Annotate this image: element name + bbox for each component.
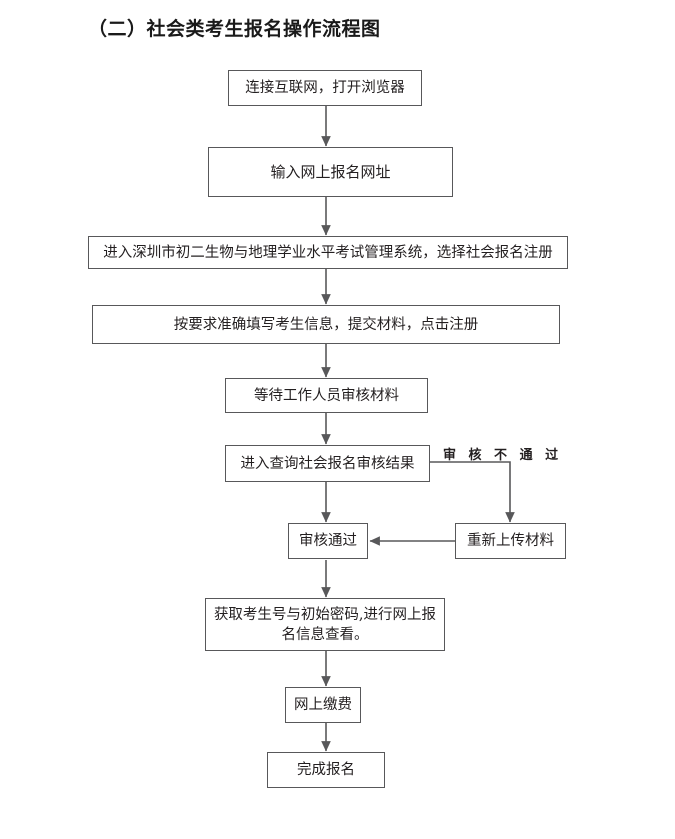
page-title: （二）社会类考生报名操作流程图	[88, 18, 381, 40]
node-enter-system-select-social-registration[interactable]: 进入深圳市初二生物与地理学业水平考试管理系统，选择社会报名注册	[88, 236, 568, 269]
node-fill-candidate-info-submit[interactable]: 按要求准确填写考生信息，提交材料，点击注册	[92, 305, 560, 344]
node-review-passed[interactable]: 审核通过	[288, 523, 368, 559]
edge-label-review-failed: 审 核 不 通 过	[443, 448, 563, 463]
node-online-payment[interactable]: 网上缴费	[285, 687, 361, 723]
edge-n6-n8-review-failed	[430, 461, 515, 523]
node-connect-internet[interactable]: 连接互联网，打开浏览器	[228, 70, 422, 106]
node-wait-staff-review[interactable]: 等待工作人员审核材料	[225, 378, 428, 413]
node-query-review-result[interactable]: 进入查询社会报名审核结果	[225, 445, 430, 482]
node-enter-registration-url[interactable]: 输入网上报名网址	[208, 147, 453, 197]
node-reupload-materials[interactable]: 重新上传材料	[455, 523, 566, 559]
node-get-candidate-number-password[interactable]: 获取考生号与初始密码,进行网上报名信息查看。	[205, 598, 445, 651]
node-registration-complete[interactable]: 完成报名	[267, 752, 385, 788]
